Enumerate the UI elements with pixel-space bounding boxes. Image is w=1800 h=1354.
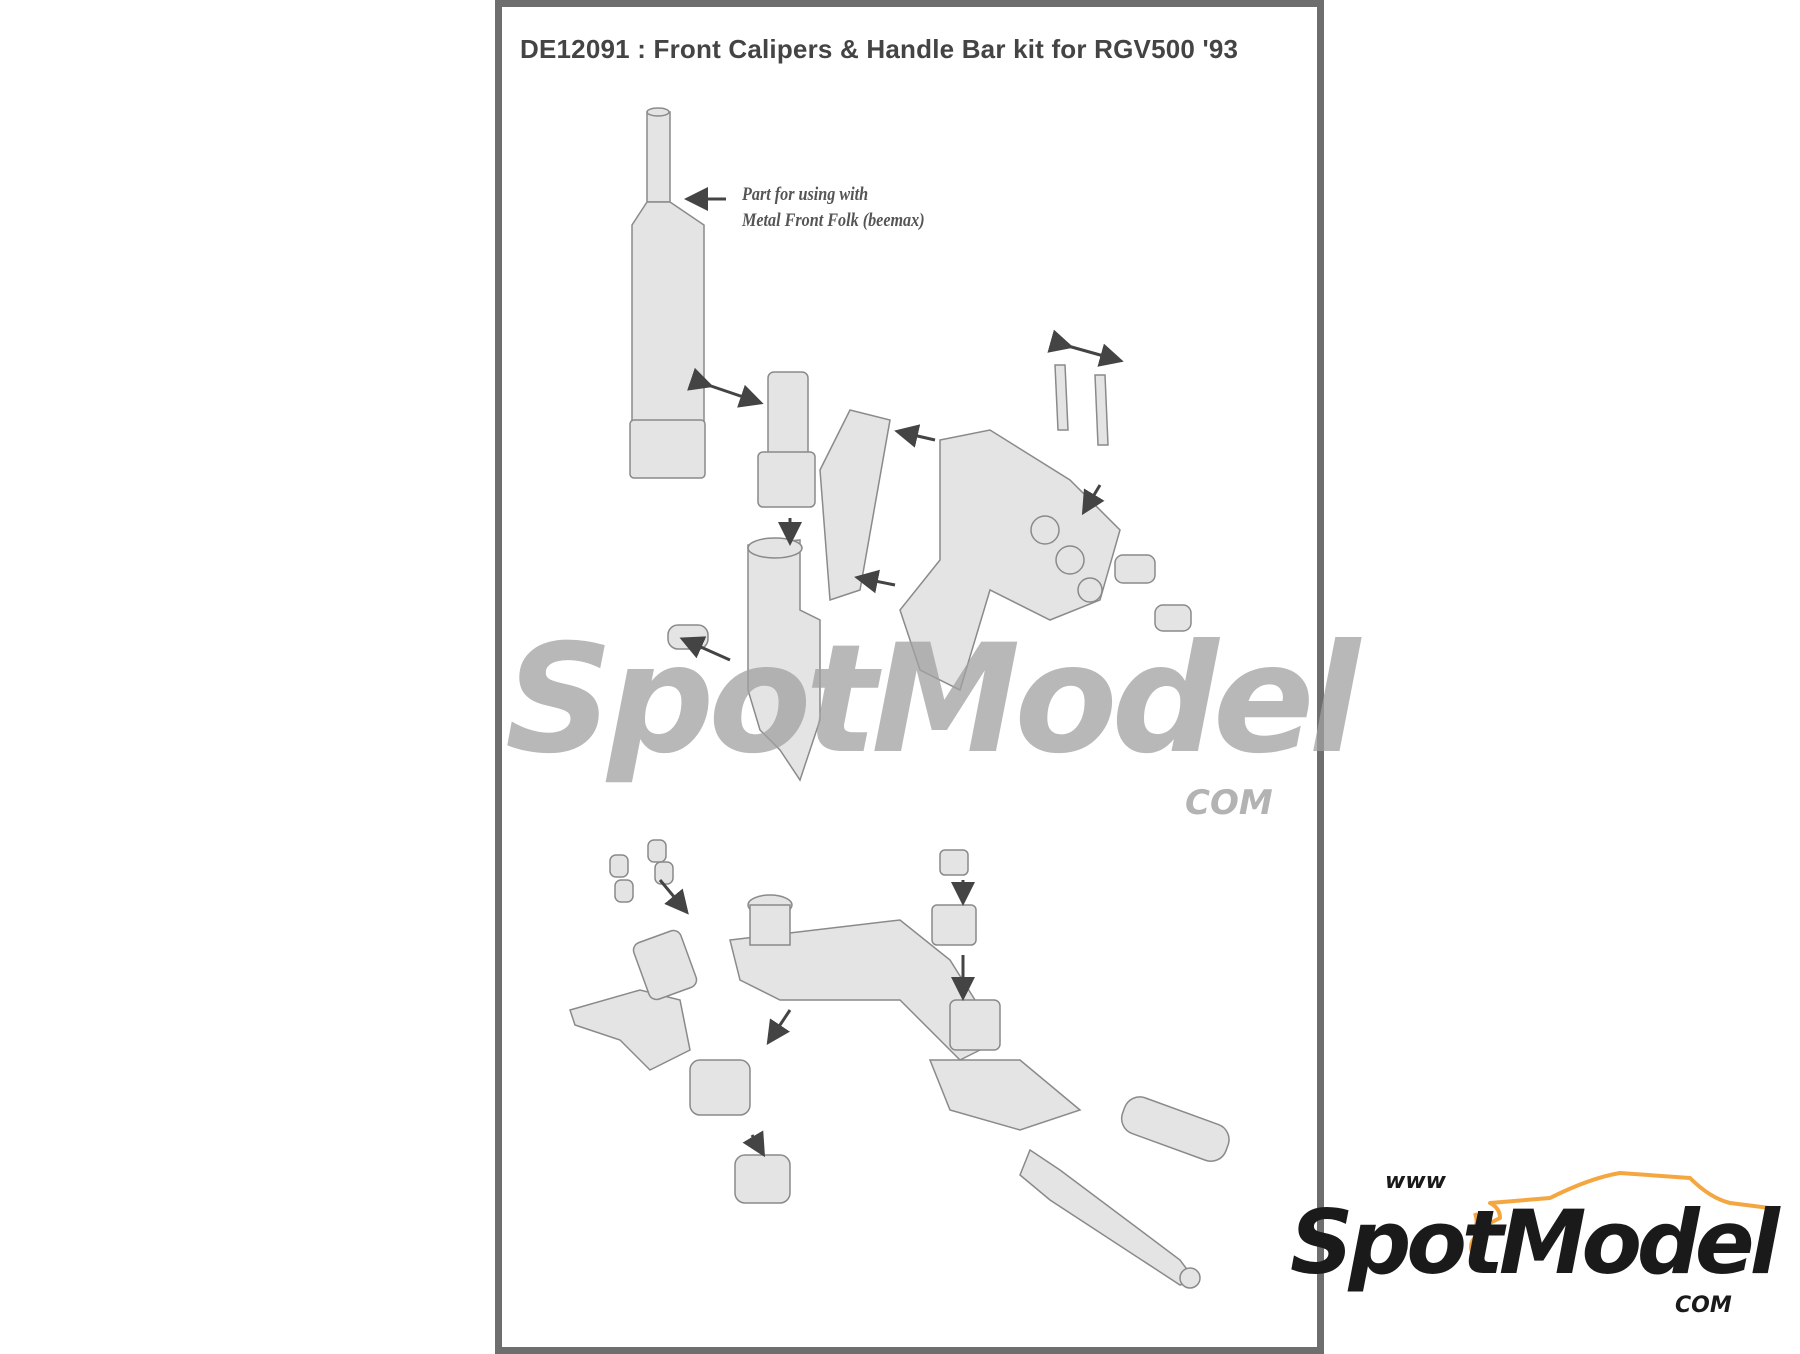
logo-wordmark: SpotModel [1290, 1191, 1780, 1294]
fork-sleeve-part [757, 371, 816, 508]
fork-tube-part [629, 107, 706, 479]
annotation-line-2: Metal Front Folk (beemax) [742, 210, 925, 231]
logo-com: COM [1675, 1293, 1732, 1318]
annotation-line-1: Part for using with [742, 184, 869, 205]
car-outline-icon [1468, 1171, 1770, 1260]
watermark-com: COM [1185, 783, 1273, 823]
logo-www: www [1385, 1169, 1446, 1194]
assembly-arrows [658, 187, 1124, 1158]
handlebar-assembly [569, 839, 1230, 1289]
spotmodel-logo: www SpotModel COM [1290, 1148, 1780, 1343]
sheet-title: DE12091 : Front Calipers & Handle Bar ki… [520, 34, 1239, 64]
watermark-text: SpotModel [505, 613, 1360, 787]
caliper-assembly [667, 364, 1192, 782]
